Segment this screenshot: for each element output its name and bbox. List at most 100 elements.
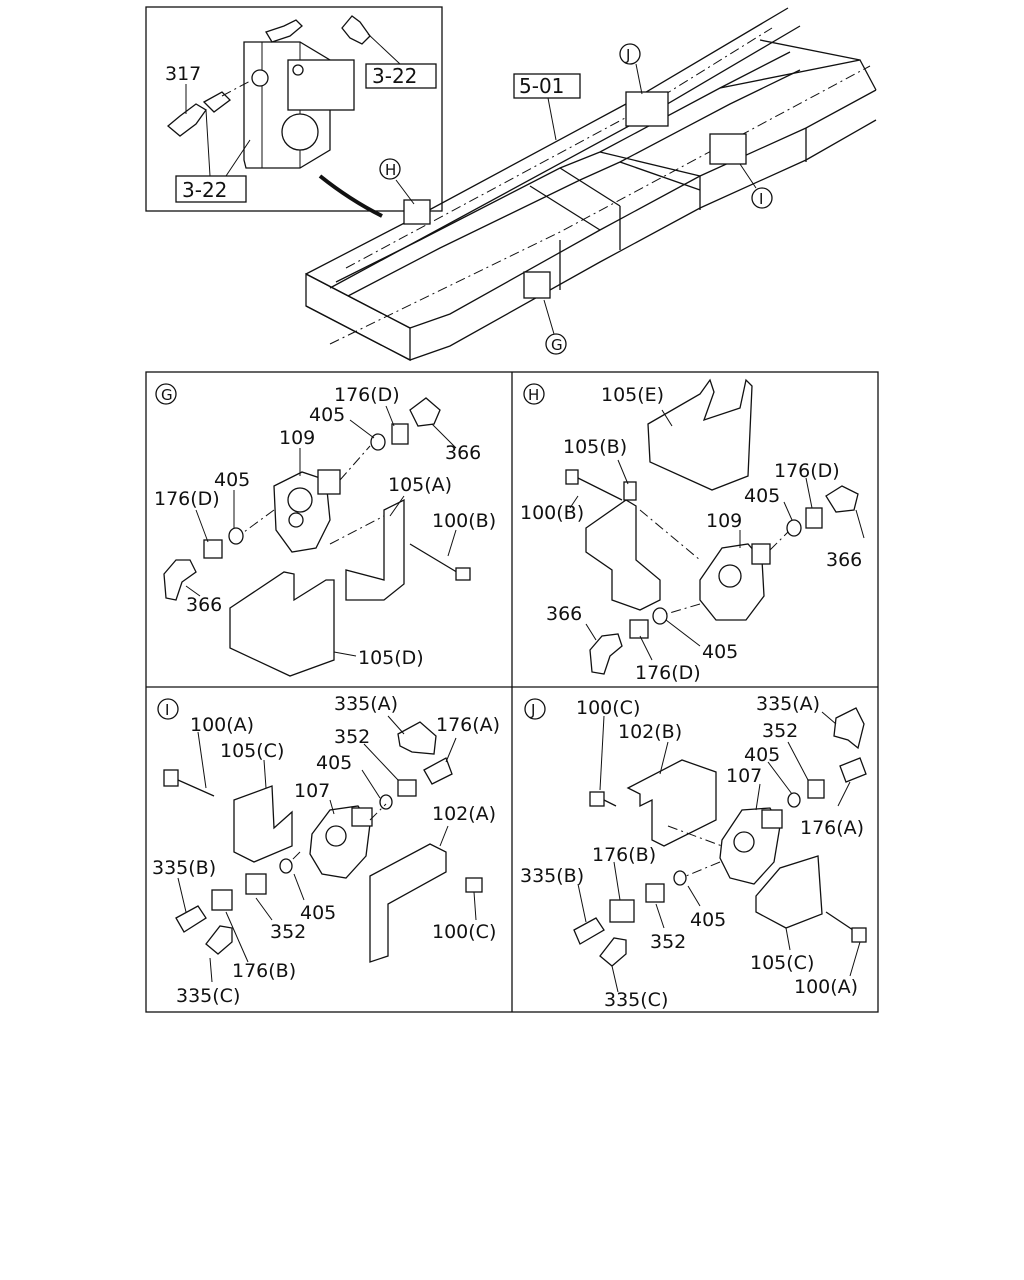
H-label-109: 109 [706, 510, 742, 532]
elbow-366-left [163, 559, 197, 601]
bracket-105e [647, 378, 753, 491]
I-label-176b: 176(B) [232, 960, 296, 982]
inset-pointer-arrow [318, 174, 383, 218]
I-label-352-top: 352 [334, 726, 370, 748]
I-label-107: 107 [294, 780, 330, 802]
svg-text:I: I [759, 190, 763, 208]
G-label-105a: 105(A) [388, 474, 452, 496]
J-label-335c: 335(C) [604, 989, 668, 1011]
G-label-105d: 105(D) [358, 647, 424, 669]
plug-176d-top [391, 423, 409, 445]
panel-marker-J-text: J [530, 701, 535, 719]
bolt-100b [409, 543, 461, 575]
G-label-176d-left: 176(D) [154, 488, 220, 510]
overview-marker-G: G [545, 333, 567, 355]
panel-marker-G [155, 383, 177, 405]
ref-3-22-bottom: 3-22 [182, 178, 227, 202]
fitting-335b [573, 917, 605, 945]
bracket-105b [585, 499, 661, 611]
I-label-335c: 335(C) [176, 985, 240, 1007]
panel-marker-G-text: G [161, 386, 173, 404]
plug-176d-left [203, 539, 223, 559]
elbow-366-top [409, 397, 441, 427]
G-label-109: 109 [279, 427, 315, 449]
inset-elbow-fitting [341, 15, 371, 45]
I-label-100c: 100(C) [432, 921, 496, 943]
fitting-176a [839, 757, 867, 783]
J-label-176a: 176(A) [800, 817, 864, 839]
panel-J: J [520, 693, 867, 1011]
G-label-405-top: 405 [309, 404, 345, 426]
H-label-405-bottom: 405 [702, 641, 738, 663]
fitting-335c [599, 937, 627, 967]
component-I [709, 133, 747, 165]
I-label-335a: 335(A) [334, 693, 398, 715]
fitting-335b [175, 905, 207, 933]
I-label-405-top: 405 [316, 752, 352, 774]
elbow-366-left [589, 633, 623, 675]
adapter-352-bottom [645, 883, 665, 903]
inset-detail: 317 3-22 3-22 [145, 6, 443, 212]
I-label-335b: 335(B) [152, 857, 216, 879]
bracket-102a [369, 843, 447, 963]
I-label-176a: 176(A) [436, 714, 500, 736]
G-label-366-right: 366 [445, 442, 481, 464]
plug-176d-bottom [629, 619, 649, 639]
J-label-100c: 100(C) [576, 697, 640, 719]
G-label-176d-top: 176(D) [334, 384, 400, 406]
bracket-105a [345, 498, 405, 601]
adapter-352-bottom [245, 873, 267, 895]
overview-marker-I: I [751, 187, 773, 209]
G-label-100b: 100(B) [432, 510, 496, 532]
svg-text:J: J [625, 46, 630, 64]
panel-H: H 105(E) 105(B) 100(B) [520, 378, 865, 684]
G-label-366-bottom: 366 [186, 594, 222, 616]
fitting-335c [205, 925, 233, 955]
bracket-105d [229, 571, 335, 677]
ref-box-5-01 [513, 73, 581, 99]
H-label-105b: 105(B) [563, 436, 627, 458]
panel-marker-H [523, 383, 545, 405]
fitting-176a [423, 757, 453, 785]
G-label-405-left: 405 [214, 469, 250, 491]
J-label-105c: 105(C) [750, 952, 814, 974]
bolt-100a [825, 911, 857, 933]
overview-marker-H: H [379, 158, 401, 180]
H-label-176d-right: 176(D) [774, 460, 840, 482]
H-label-366-right: 366 [826, 549, 862, 571]
washer-405-top [787, 792, 801, 808]
fitting-176b [609, 899, 635, 923]
label-317: 317 [165, 63, 201, 85]
component-J [625, 91, 669, 127]
bolt-100c [465, 877, 483, 893]
J-label-405-bottom: 405 [690, 909, 726, 931]
washer-405-left [228, 527, 244, 545]
bracket-105c [233, 785, 293, 863]
I-label-102a: 102(A) [432, 803, 496, 825]
I-label-405-bottom: 405 [300, 902, 336, 924]
ref-box-3-22-top [365, 63, 437, 89]
washer-405-bottom [279, 858, 293, 874]
bracket-105c [755, 855, 823, 929]
inset-connector-317 [166, 103, 207, 137]
panel-marker-H-text: H [528, 386, 539, 404]
I-label-100a: 100(A) [190, 714, 254, 736]
svg-text:H: H [385, 161, 396, 179]
component-H [403, 199, 431, 225]
washer-405-top [379, 794, 393, 810]
H-label-405-right: 405 [744, 485, 780, 507]
adapter-352-top [397, 779, 417, 797]
J-label-102b: 102(B) [618, 721, 682, 743]
bolt-100c [589, 791, 605, 807]
panel-marker-I [157, 698, 179, 720]
washer-405-bottom [673, 870, 687, 886]
component-G [523, 271, 551, 299]
washer-405-right [786, 519, 802, 537]
ref-3-22-top: 3-22 [372, 64, 417, 88]
bolt-100b [577, 477, 623, 501]
chassis-frame [305, 7, 877, 362]
fitting-176b [211, 889, 233, 911]
panel-G: G 176(D) 405 366 1 [154, 383, 496, 677]
ref-5-01: 5-01 [519, 74, 564, 98]
